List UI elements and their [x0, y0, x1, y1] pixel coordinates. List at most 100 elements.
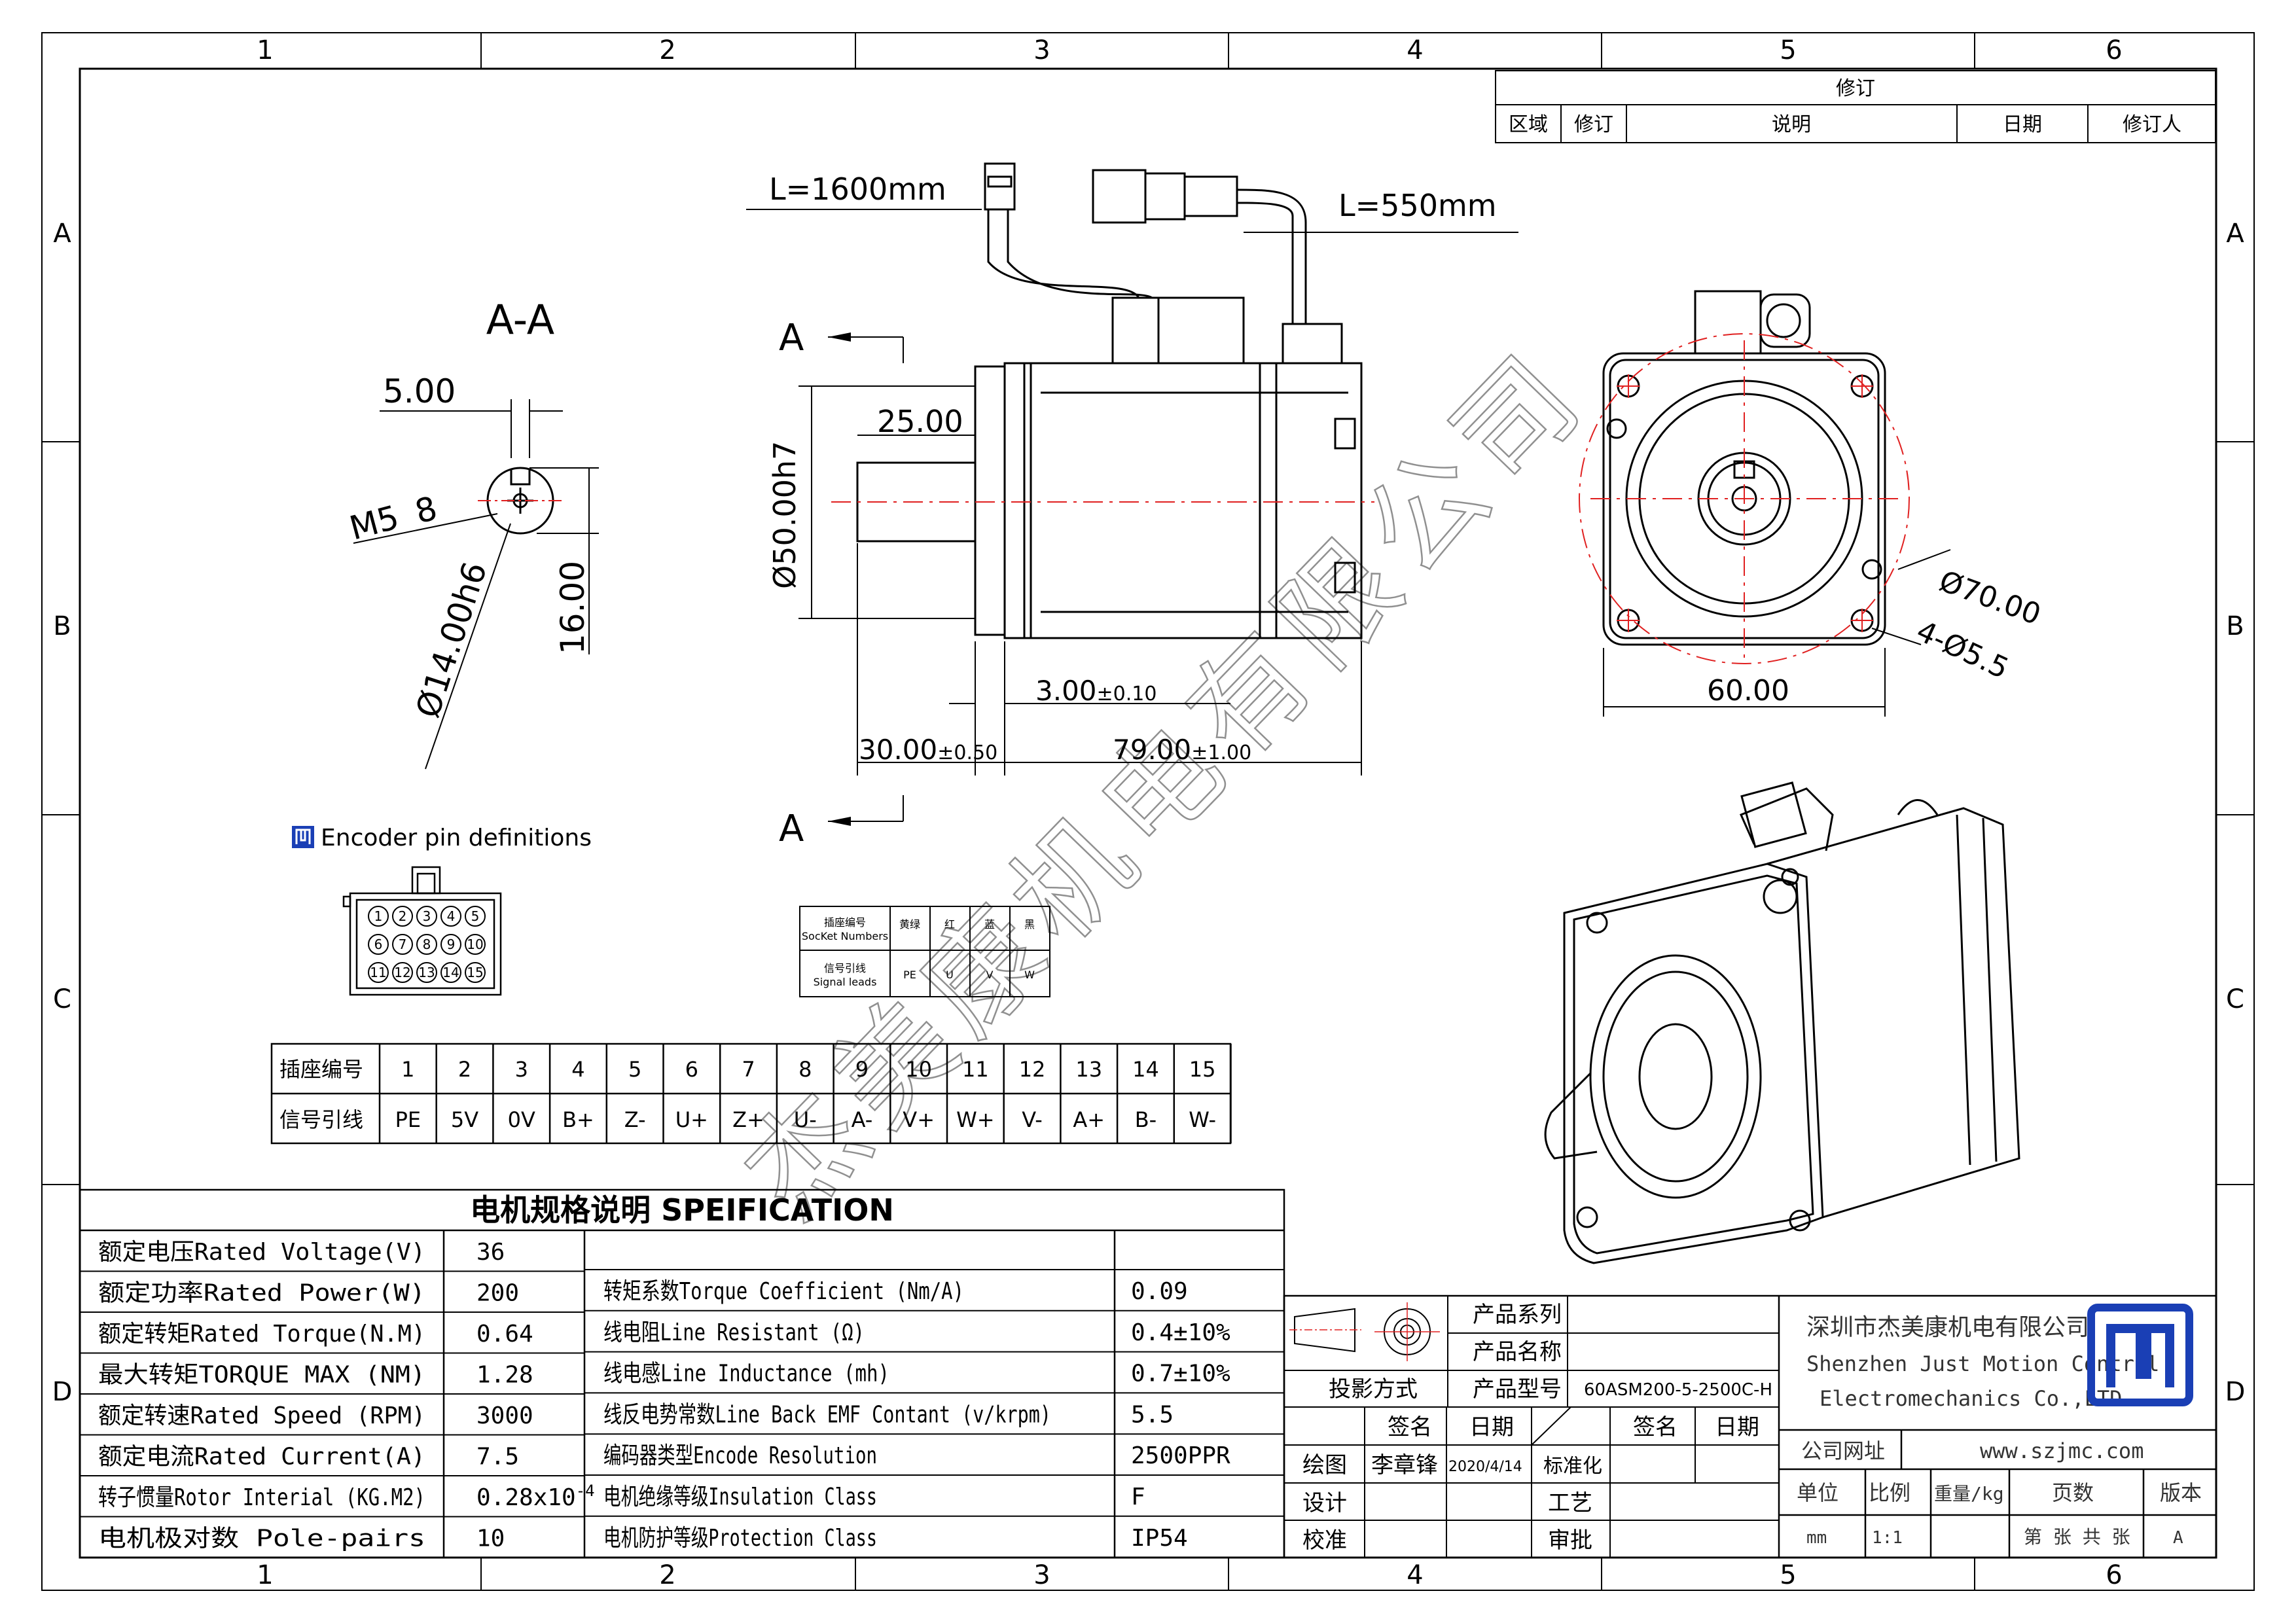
encoder-pin-number: 11	[370, 965, 386, 980]
pin-signal-cell: W+	[956, 1107, 994, 1132]
revision-header: 修订人	[2123, 113, 2181, 136]
col-label: 3	[1033, 1560, 1050, 1590]
pin-signal-cell: U+	[675, 1107, 708, 1132]
col-label: 1	[257, 35, 273, 65]
tb-projection: 投影方式	[1329, 1376, 1418, 1402]
tb-scale: 比例	[1869, 1480, 1910, 1505]
tb-pages: 页数	[2052, 1480, 2094, 1505]
tb-version-value: A	[2173, 1528, 2183, 1548]
row-label: B	[2226, 611, 2244, 641]
spec-value: 36	[476, 1239, 505, 1266]
socket-color: 红	[944, 918, 955, 931]
spec-label: 编码器类型Encode Resolution	[603, 1442, 877, 1469]
pin-signal-cell: V+	[903, 1107, 935, 1132]
spec-title: 电机规格说明 SPEIFICATION	[470, 1192, 894, 1228]
encoder-pin	[440, 906, 461, 927]
frame-labels: 1 2 3 4 5 6 1 2 3 4 5 6 A B C D A B C D	[52, 35, 2246, 1590]
socket-color: 蓝	[984, 918, 995, 931]
col-label: 6	[2106, 35, 2122, 65]
pin-signal-cell: Z-	[624, 1107, 646, 1132]
encoder-pin	[392, 906, 413, 927]
socket-h2-en: Signal leads	[814, 976, 877, 988]
encoder-pin	[392, 934, 413, 955]
cut-label-bottom: A	[779, 808, 804, 850]
tb-company-cn: 深圳市杰美康机电有限公司	[1806, 1314, 2089, 1341]
col-label: 1	[257, 1560, 273, 1590]
encoder-pin-number: 9	[447, 936, 456, 952]
pin-number-cell: 7	[742, 1057, 755, 1082]
encoder-pin-number: 13	[418, 965, 435, 980]
col-label: 4	[1407, 35, 1423, 65]
tb-website: www.szjmc.com	[1980, 1438, 2144, 1463]
row-label: C	[53, 984, 71, 1014]
revision-header: 区域	[1509, 113, 1548, 136]
spec-value: 5.5	[1131, 1401, 1174, 1428]
front-view: 60.00 Ø70.00 4-Ø5.5	[1579, 290, 2045, 717]
tb-unit-value: mm	[1806, 1528, 1827, 1548]
col-label: 2	[659, 1560, 675, 1590]
pin-number-cell: 14	[1132, 1057, 1159, 1082]
spec-table: 电机规格说明 SPEIFICATION 额定电压Rated Voltage(V)…	[79, 1188, 1285, 1559]
spec-label: 最大转矩TORQUE MAX (NM)	[98, 1362, 425, 1389]
tb-sign: 签名	[1388, 1414, 1432, 1440]
section-a-a: A-A 5.00 M5 8 Ø14.00h6 16.00	[346, 296, 599, 770]
dim-height: 16.00	[554, 561, 592, 654]
encoder-pin	[416, 906, 437, 927]
section-label: A-A	[486, 296, 554, 344]
pin-number-cell: 12	[1019, 1057, 1046, 1082]
encoder-pin	[440, 934, 461, 955]
spec-value: 0.7±10%	[1131, 1361, 1230, 1387]
cut-label-top: A	[779, 317, 804, 359]
tb-draw: 绘图	[1302, 1452, 1347, 1478]
spec-value: 0.4±10%	[1131, 1319, 1230, 1346]
isometric-view	[1544, 781, 2020, 1264]
dim-shaft-dia: Ø14.00h6	[408, 558, 494, 722]
pin-number-cell: 3	[515, 1057, 528, 1082]
spec-value: 2500PPR	[1131, 1442, 1230, 1469]
row-label: D	[2225, 1377, 2246, 1407]
pin-signal-cell: U-	[794, 1107, 817, 1132]
pin-table-row1-label: 插座编号	[279, 1057, 363, 1082]
col-label: 3	[1033, 35, 1050, 65]
encoder-pin-number: 10	[467, 936, 483, 952]
encoder-pin	[465, 962, 486, 983]
pin-signal-cell: 5V	[451, 1107, 478, 1132]
tb-model-value: 60ASM200-5-2500C-H	[1584, 1380, 1772, 1400]
spec-label: 转子惯量Rotor Interial (KG.M2)	[98, 1484, 425, 1511]
encoder-pin	[368, 962, 389, 983]
side-view: A A L=1600mm L=550mm Ø50.00h7 25.00 3.00…	[746, 162, 1518, 850]
encoder-pin-number: 3	[423, 908, 431, 924]
spec-value: 7.5	[476, 1444, 519, 1471]
socket-color: 黑	[1024, 918, 1035, 931]
pin-number-cell: 10	[905, 1057, 932, 1082]
encoder-pin-number: 2	[399, 908, 407, 924]
pin-signal-cell: V-	[1022, 1107, 1043, 1132]
revision-header: 修订	[1574, 113, 1613, 136]
spec-value: 0.09	[1131, 1278, 1188, 1305]
tb-check: 校准	[1302, 1527, 1347, 1554]
encoder-pin	[392, 962, 413, 983]
pin-number-cell: 5	[628, 1057, 641, 1082]
row-label: A	[53, 219, 71, 249]
tb-approve: 审批	[1548, 1527, 1592, 1554]
spec-value: 0.28x10-4	[476, 1482, 595, 1511]
socket-h1: 插座编号	[824, 916, 866, 929]
pin-signal-cell: B+	[562, 1107, 594, 1132]
spec-label: 电机绝缘等级Insulation Class	[603, 1484, 877, 1510]
tb-design: 设计	[1302, 1490, 1347, 1516]
encoder-pin-number: 5	[471, 908, 480, 924]
row-label: D	[52, 1377, 73, 1407]
dim-cable-short: L=550mm	[1338, 188, 1497, 223]
encoder-pin	[368, 934, 389, 955]
tb-pages-value: 第 张 共 张	[2024, 1526, 2130, 1548]
col-label: 2	[659, 35, 675, 65]
title-block: 产品系列 产品名称 产品型号 投影方式 签名 日期 签名 日期 绘图 李章锋 标…	[1283, 1294, 2217, 1559]
pin-signal-cell: Z+	[732, 1107, 764, 1132]
pin-number-cell: 2	[458, 1057, 471, 1082]
encoder-pin	[465, 934, 486, 955]
revision-title: 修订	[1836, 77, 1875, 100]
spec-label: 电机极对数 Pole-pairs	[98, 1525, 425, 1552]
